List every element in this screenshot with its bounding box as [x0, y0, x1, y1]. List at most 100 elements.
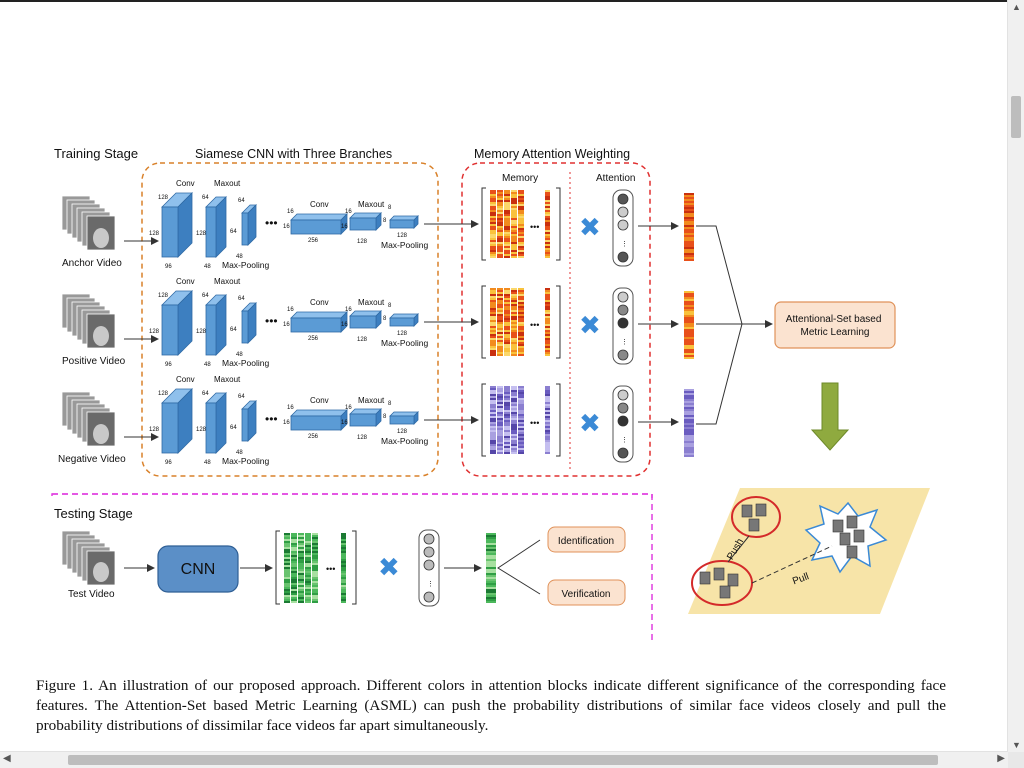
feature-bar-cell	[684, 451, 694, 453]
dim-label: 256	[308, 336, 319, 342]
pull-label: Pull	[791, 571, 810, 587]
feature-bar-cell	[684, 239, 694, 241]
dim-label: 16	[345, 405, 352, 411]
feature-bar-cell	[684, 203, 694, 205]
scroll-up-icon[interactable]: ▲	[1012, 2, 1021, 12]
conv-label: Conv	[176, 277, 195, 286]
maxout-block-1	[205, 392, 227, 454]
feature-bar-cell	[684, 431, 694, 433]
feature-bar-cell	[684, 407, 694, 409]
svg-text:•••: •••	[530, 418, 539, 428]
feature-bar-cell	[684, 421, 694, 423]
feature-bar-cell	[684, 197, 694, 199]
maxout-label: Maxout	[358, 298, 385, 307]
feature-bar-cell	[684, 353, 694, 355]
maxout-label: Maxout	[358, 200, 385, 209]
feature-bar-cell	[684, 245, 694, 247]
dim-label: 16	[287, 307, 294, 313]
dim-label: 128	[357, 435, 368, 441]
feature-bar-cell	[684, 345, 694, 347]
dim-label: 64	[238, 394, 245, 400]
dim-label: 48	[236, 254, 243, 260]
horizontal-scroll-thumb[interactable]	[68, 755, 938, 765]
feature-bar-cell	[684, 399, 694, 401]
feature-bar-cell	[684, 437, 694, 439]
feature-bar-cell	[684, 223, 694, 225]
feature-bar-cell	[684, 303, 694, 305]
dim-label: 96	[165, 362, 172, 368]
feature-bar-cell	[684, 435, 694, 437]
scroll-down-icon[interactable]: ▼	[1012, 740, 1021, 750]
feature-bar-cell	[684, 227, 694, 229]
figure-diagram: Training Stage Siamese CNN with Three Br…	[51, 146, 930, 641]
max-pooling-label: Max-Pooling	[381, 338, 429, 348]
max-pooling-label: Max-Pooling	[222, 358, 270, 368]
dim-label: 128	[397, 331, 408, 337]
feature-bar-cell	[684, 311, 694, 313]
maxout-block-1	[205, 196, 227, 258]
dim-label: 96	[165, 460, 172, 466]
feature-bar-cell	[684, 419, 694, 421]
dim-label: 48	[236, 450, 243, 456]
feature-bar-cell	[684, 425, 694, 427]
feature-bar-cell	[684, 391, 694, 393]
pool-block-1	[241, 204, 257, 246]
pool-block-2	[389, 411, 419, 425]
dim-label: 48	[204, 264, 211, 270]
feature-bar-cell	[684, 207, 694, 209]
max-pooling-label: Max-Pooling	[381, 436, 429, 446]
feature-bar-cell	[684, 443, 694, 445]
feature-bar-cell	[684, 439, 694, 441]
scroll-left-icon[interactable]: ◀	[3, 753, 11, 764]
cnn-box	[157, 545, 239, 593]
feature-bar-cell	[684, 323, 694, 325]
pool-block-1	[241, 400, 257, 442]
feature-bar-cell	[684, 307, 694, 309]
feature-bar-cell	[684, 217, 694, 219]
dim-label: 48	[204, 460, 211, 466]
dim-label: 64	[238, 296, 245, 302]
vertical-scroll-thumb[interactable]	[1011, 96, 1021, 138]
svg-text:⋮: ⋮	[621, 339, 628, 346]
dim-label: 16	[283, 322, 290, 328]
dim-label: 8	[383, 218, 387, 224]
feature-bar-cell	[684, 409, 694, 411]
max-pooling-label: Max-Pooling	[222, 260, 270, 270]
conv-label: Conv	[176, 179, 195, 188]
merge-line-bot	[696, 323, 743, 425]
vertical-scrollbar[interactable]: ▲ ▼	[1007, 0, 1024, 752]
feature-bar-cell	[684, 349, 694, 351]
feature-bar-cell	[684, 335, 694, 337]
feature-bar-cell	[684, 445, 694, 447]
maxout-block-1	[205, 294, 227, 356]
dim-label: 64	[202, 195, 209, 201]
feature-bar-cell	[684, 411, 694, 413]
ellipsis: •••	[265, 314, 278, 328]
feature-bar-cell	[684, 417, 694, 419]
feature-bar-cell	[684, 337, 694, 339]
feature-bar-cell	[684, 299, 694, 301]
maxout-label: Maxout	[358, 396, 385, 405]
maxout-block-2	[349, 212, 382, 231]
feature-bar-cell	[684, 351, 694, 353]
test-cross-icon: ✖	[378, 552, 400, 582]
scroll-right-icon[interactable]: ▶	[997, 753, 1005, 764]
svg-text:⋮: ⋮	[427, 581, 434, 588]
feature-bar-cell	[684, 313, 694, 315]
feature-bar-cell	[684, 199, 694, 201]
feature-bar-cell	[684, 213, 694, 215]
feature-bar-cell	[684, 219, 694, 221]
pool-block-1	[241, 302, 257, 344]
cnn-label: CNN	[181, 561, 216, 578]
feature-bar-cell	[684, 237, 694, 239]
attention-label: Attention	[596, 173, 635, 184]
dim-label: 16	[345, 209, 352, 215]
feature-bar-cell	[684, 249, 694, 251]
memory-container	[461, 162, 651, 477]
dim-label: 16	[341, 420, 348, 426]
feature-bar-cell	[684, 321, 694, 323]
horizontal-scrollbar[interactable]: ◀ ▶	[0, 751, 1008, 768]
pool-block-2	[389, 215, 419, 229]
